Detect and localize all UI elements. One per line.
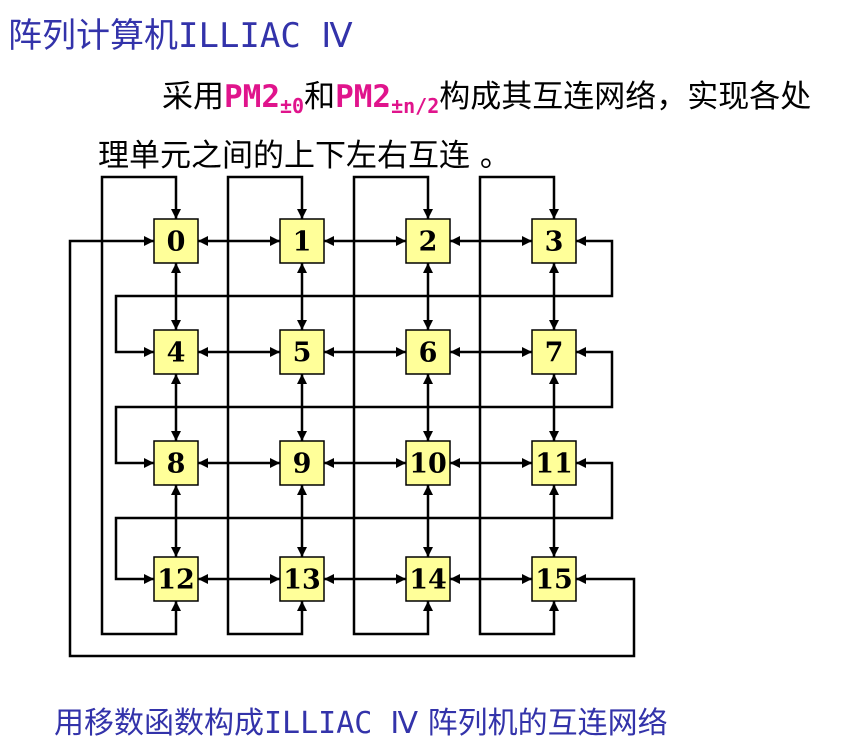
pe-label: 2 [419,227,438,258]
pm2-plus-minus-n-half: PM2±n/2 [335,79,440,118]
pe-label: 8 [167,449,186,480]
pe-label: 6 [419,338,438,369]
pe-box [153,218,199,264]
pe-node-6: 6 [405,329,451,375]
pe-box [531,218,577,264]
pe-label: 9 [293,449,312,480]
para-rest: 构成其互连网络，实现各处理单元之间的上下左右互连 。 [98,79,812,174]
pe-box [153,556,199,602]
pe-label: 10 [409,449,447,480]
caption-part-b: 阵列机的互连网络 [418,706,668,741]
pe-node-2: 2 [405,218,451,264]
para-join: 和 [304,79,336,115]
pe-box [279,556,325,602]
pe-node-11: 11 [531,440,577,486]
pe-box [279,329,325,375]
pe-box [531,440,577,486]
pe-label: 0 [167,227,186,258]
pe-label: 12 [157,565,195,596]
wrap-15-to-0 [68,236,636,658]
pe-label: 1 [293,227,312,258]
pe-label: 15 [535,565,573,596]
pe-box [405,556,451,602]
page-title: 阵列计算机ILLIAC Ⅳ [8,8,353,57]
pe-label: 4 [167,338,186,369]
caption-latin: ILLIAC Ⅳ [264,706,419,741]
pe-label: 13 [283,565,321,596]
pe-node-15: 15 [531,556,577,602]
pe-box [153,329,199,375]
para-prefix: 采用 [162,79,224,115]
pe-node-9: 9 [279,440,325,486]
pe-node-0: 0 [153,218,199,264]
pe-node-3: 3 [531,218,577,264]
pe-node-10: 10 [405,440,451,486]
description-paragraph: 采用PM2±0和PM2±n/2构成其互连网络，实现各处理单元之间的上下左右互连 … [98,72,838,181]
pe-label: 3 [545,227,564,258]
pe-node-5: 5 [279,329,325,375]
pe-node-4: 4 [153,329,199,375]
title-latin: ILLIAC Ⅳ [178,16,353,56]
pe-box [405,440,451,486]
pe-box [531,329,577,375]
caption-part-a: 用移数函数构成 [54,706,264,741]
pe-label: 14 [409,565,447,596]
pe-box [279,218,325,264]
title-chinese: 阵列计算机 [8,16,178,56]
pe-label: 5 [293,338,312,369]
pe-label: 7 [545,338,564,369]
pe-node-13: 13 [279,556,325,602]
pe-box [405,329,451,375]
pe-node-1: 1 [279,218,325,264]
pe-node-7: 7 [531,329,577,375]
pe-box [531,556,577,602]
pe-box [153,440,199,486]
network-wires [68,175,636,658]
pe-box [405,218,451,264]
pe-node-12: 12 [153,556,199,602]
pe-node-8: 8 [153,440,199,486]
pm2-plus-minus-0: PM2±0 [224,79,305,118]
column-wrap-0 [100,175,181,636]
pe-label: 11 [535,449,573,480]
diagram-caption: 用移数函数构成ILLIAC Ⅳ 阵列机的互连网络 [54,698,668,742]
pe-box [279,440,325,486]
pe-node-14: 14 [405,556,451,602]
